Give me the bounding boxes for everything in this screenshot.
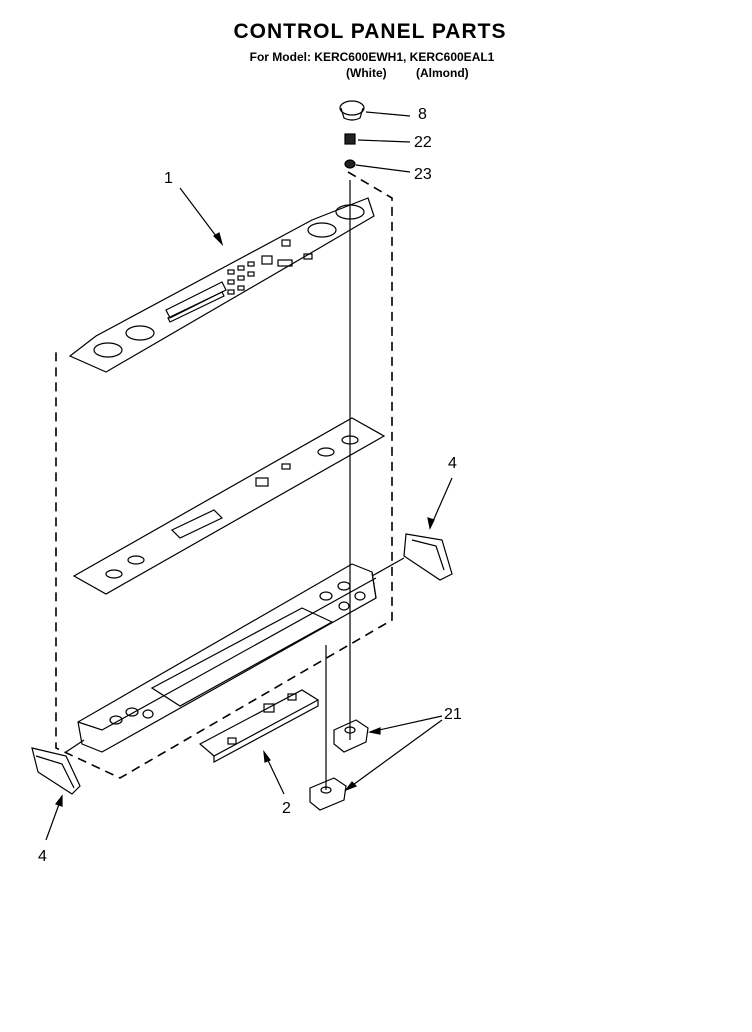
panel-insulator [72,417,386,595]
part-22-spring [344,133,356,145]
leader-8 [365,111,411,117]
leader-21-b [345,719,443,791]
assembly-dashed-outline [55,171,393,779]
callout-21: 21 [444,706,462,723]
arrow-4-left [55,794,63,807]
part-4-left-end-cap [31,747,81,795]
diagram-title: CONTROL PANEL PARTS [233,20,507,43]
leader-23 [355,164,411,173]
callout-4-left: 4 [38,848,47,865]
leader-1 [179,187,223,245]
part-4-right-end-cap [403,533,453,581]
arrow-21-a [367,727,381,735]
cap-right-guide [371,557,405,577]
cap-left-guide [65,739,85,753]
part-8-knob [339,100,365,121]
callout-4-right: 4 [448,455,457,472]
leader-22 [357,139,411,143]
callout-8: 8 [418,106,427,123]
part-21-switch-lower [309,777,347,811]
part-1-control-overlay [68,197,375,373]
arrow-1 [213,232,224,247]
callout-22: 22 [414,134,432,151]
part-23-washer [344,159,356,169]
callout-1: 1 [164,170,173,187]
color-white-label: (White) [346,66,387,80]
callout-23: 23 [414,166,432,183]
console-back-guard [77,563,377,753]
arrow-21-b [344,781,358,792]
arrow-2 [263,749,271,763]
leader-21-a [369,715,443,733]
part-21-switch-upper [333,719,369,753]
color-almond-label: (Almond) [416,66,469,80]
callout-2: 2 [282,800,291,817]
arrow-4-right [427,517,435,530]
model-line: For Model: KERC600EWH1, KERC600EAL1 [249,50,495,64]
part-2-control-board [198,689,320,764]
